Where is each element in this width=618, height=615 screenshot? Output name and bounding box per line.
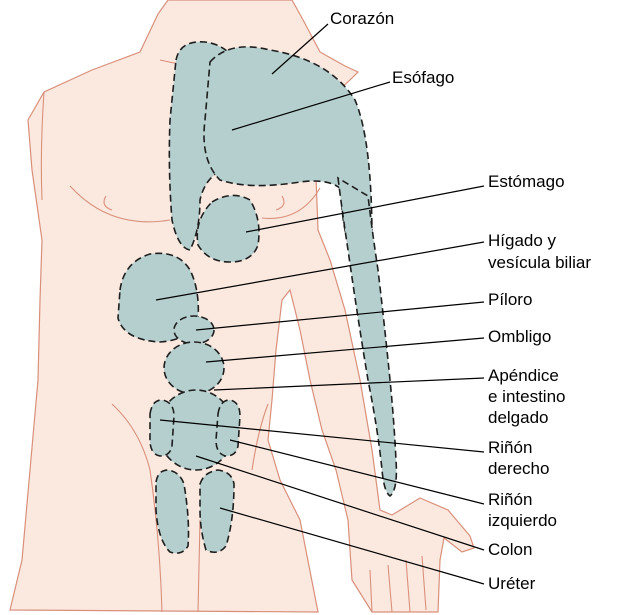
label-higado-line2: vesícula biliar [488, 253, 591, 273]
zone-ombligo [164, 342, 224, 394]
label-rinon-derecho-line2: derecho [488, 459, 549, 479]
label-colon: Colon [488, 540, 532, 560]
label-apendice-line3: delgado [488, 408, 549, 428]
label-estomago: Estómago [488, 172, 565, 192]
zone-piloro [174, 316, 214, 344]
label-rinon-izquierdo-line1: Riñón [488, 490, 532, 510]
label-apendice-line2: e intestino [488, 387, 566, 407]
label-ureter: Uréter [488, 574, 535, 594]
label-esofago: Esófago [392, 68, 454, 88]
label-ombligo: Ombligo [488, 327, 551, 347]
label-rinon-izquierdo-line2: izquierdo [488, 511, 557, 531]
label-piloro: Píloro [488, 290, 532, 310]
zone-rinon-derecho [150, 400, 174, 456]
label-rinon-derecho-line1: Riñón [488, 438, 532, 458]
label-higado-line1: Hígado y [488, 231, 556, 251]
label-corazon: Corazón [330, 9, 394, 29]
label-apendice-line1: Apéndice [488, 366, 559, 386]
